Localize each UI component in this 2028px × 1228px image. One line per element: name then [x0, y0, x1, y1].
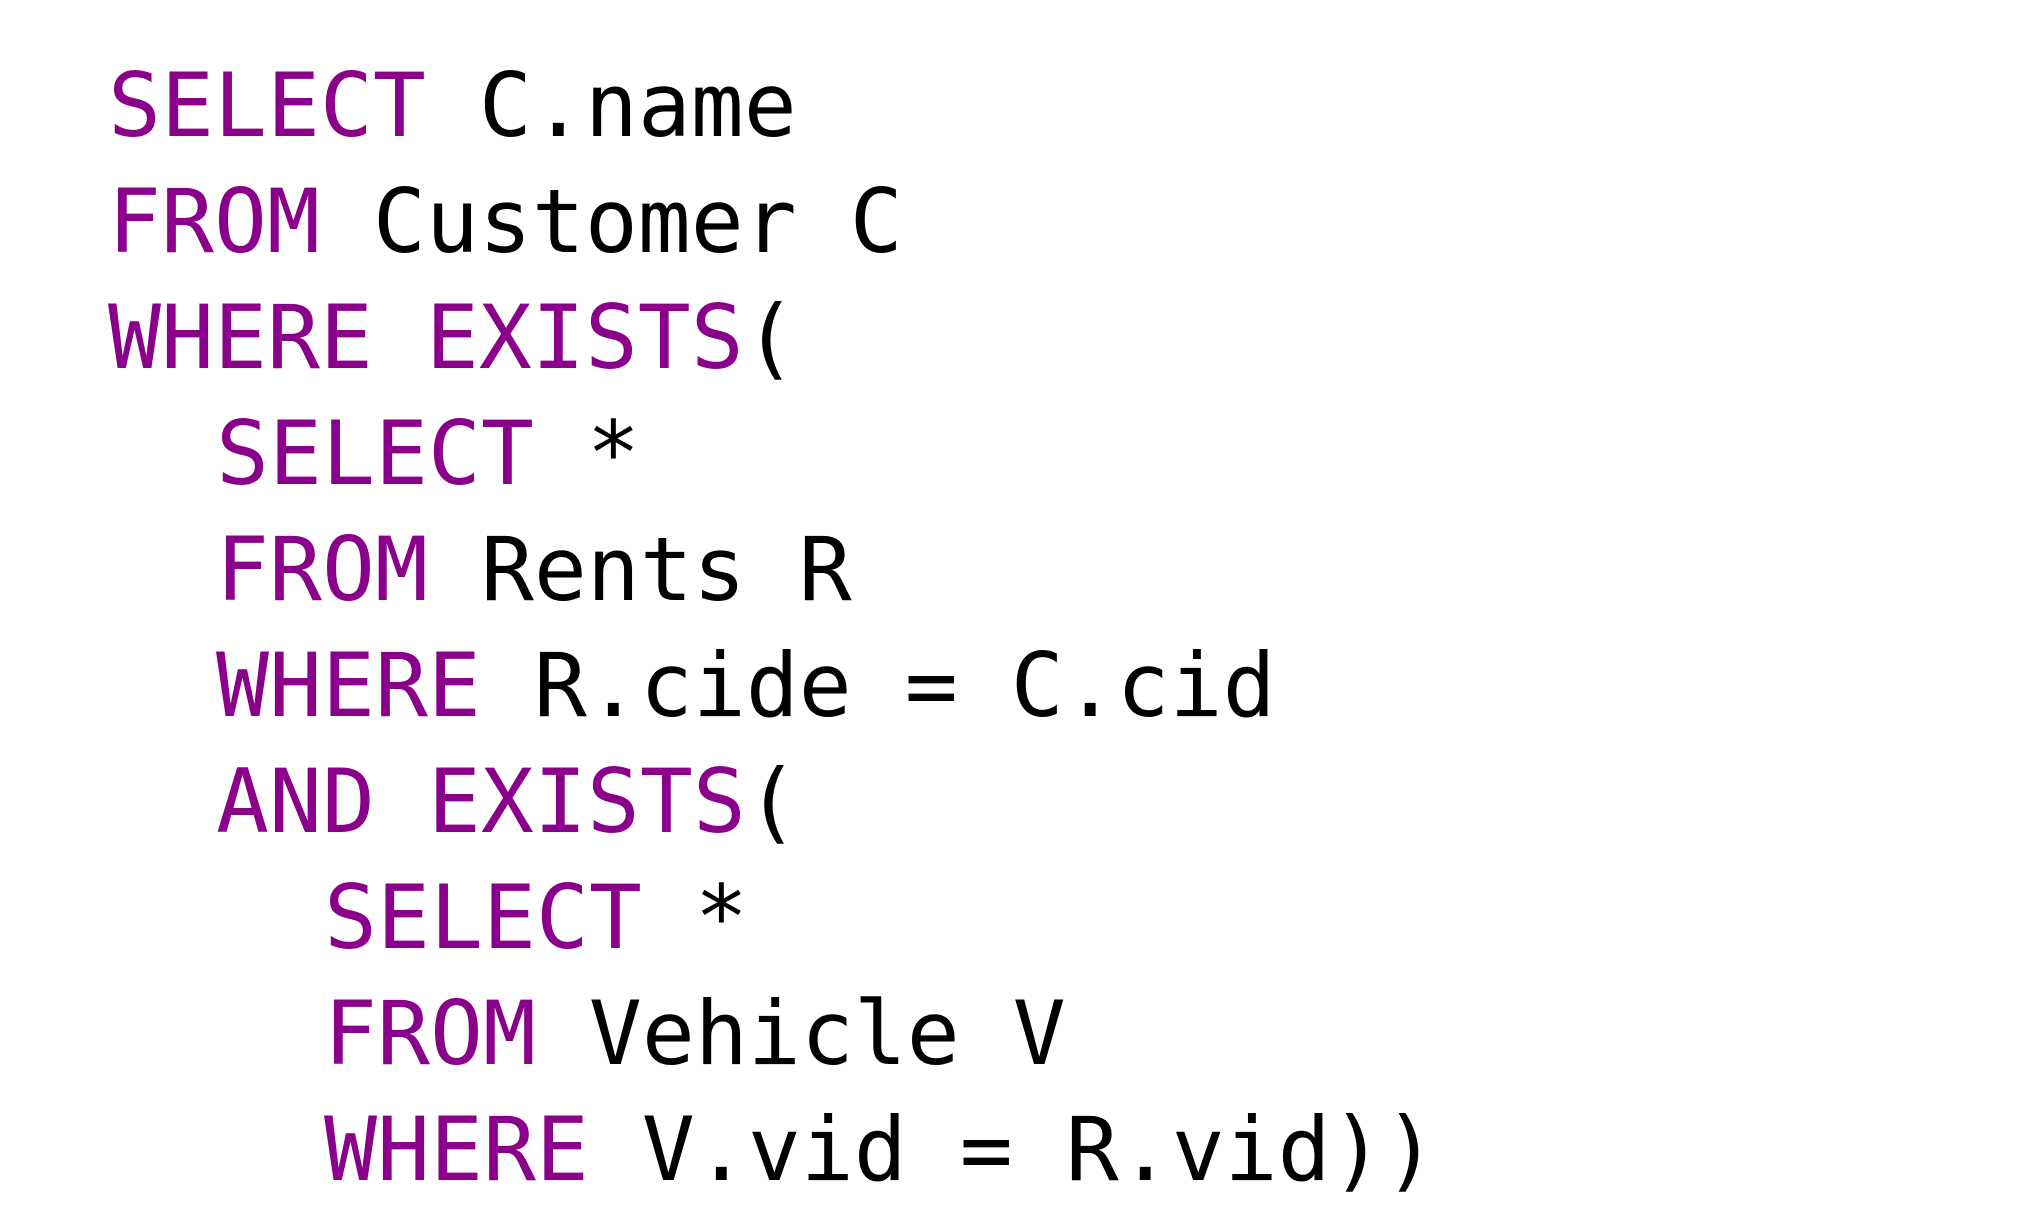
sql-keyword: AND EXISTS [216, 750, 746, 853]
code-line: FROM Vehicle V [108, 976, 1437, 1092]
code-line: FROM Rents R [108, 512, 1437, 628]
code-line: WHERE V.vid = R.vid)) [108, 1092, 1437, 1208]
sql-text: ( [745, 750, 799, 853]
sql-text: Rents R [427, 518, 852, 621]
sql-keyword: FROM [216, 518, 428, 621]
sql-text: * [533, 402, 640, 505]
code-line: WHERE R.cide = C.cid [108, 628, 1437, 744]
code-line: WHERE EXISTS( [108, 280, 1437, 396]
sql-text: R.cide = C.cid [480, 634, 1276, 737]
sql-keyword: SELECT [216, 402, 534, 505]
code-line: SELECT C.name [108, 48, 1437, 164]
sql-keyword: WHERE EXISTS [108, 286, 744, 389]
sql-text: V.vid = R.vid)) [588, 1098, 1437, 1201]
sql-keyword: FROM [324, 982, 536, 1085]
code-line: SELECT * [108, 396, 1437, 512]
sql-keyword: SELECT [324, 866, 642, 969]
sql-keyword: WHERE [324, 1098, 589, 1201]
sql-text: C.name [425, 54, 797, 157]
code-line: FROM Customer C [108, 164, 1437, 280]
sql-text: Customer C [319, 170, 903, 273]
code-line: SELECT * [108, 860, 1437, 976]
sql-keyword: FROM [108, 170, 320, 273]
sql-keyword: SELECT [108, 54, 426, 157]
code-line: AND EXISTS( [108, 744, 1437, 860]
sql-keyword: WHERE [216, 634, 481, 737]
sql-text: ( [743, 286, 797, 389]
sql-text: * [641, 866, 748, 969]
sql-text: Vehicle V [535, 982, 1066, 1085]
